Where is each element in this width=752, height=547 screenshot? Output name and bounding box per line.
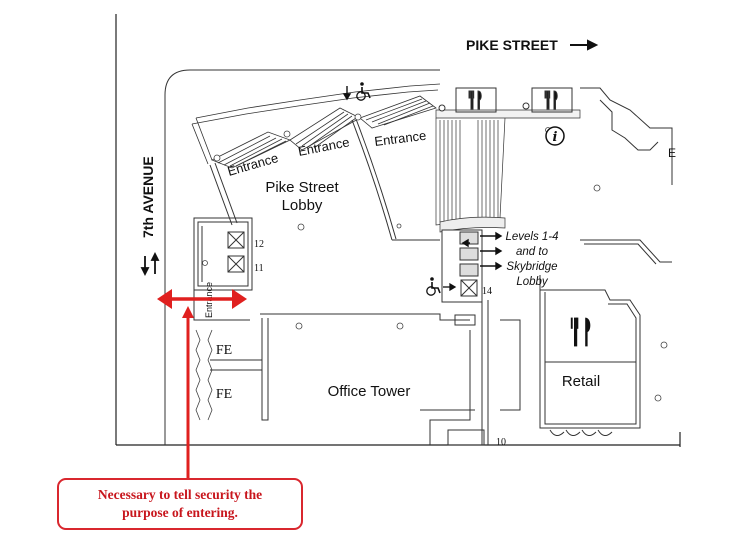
- west-facade-zigzag: [195, 329, 213, 421]
- lobby-label: Lobby: [282, 197, 323, 214]
- restaurant-icon: [468, 90, 482, 110]
- office-tower-label: Office Tower: [328, 383, 411, 400]
- restrooms: [438, 87, 573, 113]
- structural-columns: [202, 113, 668, 402]
- entrance-label: Entrance: [374, 128, 427, 149]
- right-arrow-icon: [570, 39, 599, 51]
- fire-extinguisher-label: FE: [216, 343, 232, 358]
- elevator-number: 11: [254, 263, 264, 274]
- levels-arrows: [461, 231, 503, 271]
- retail-block: [539, 239, 672, 436]
- annotation-line: Necessary to tell security the: [97, 487, 263, 502]
- elevator-number: 14: [482, 286, 492, 297]
- two-way-arrow-icon: [140, 251, 160, 277]
- svg-text:Levels 1-4: Levels 1-4: [505, 231, 558, 243]
- annotation-double-arrow: [157, 289, 247, 309]
- retail-label: Retail: [562, 373, 600, 390]
- annotation-callout: Necessary to tell security the purpose o…: [57, 478, 303, 530]
- restaurant-icon: [570, 317, 591, 347]
- west-elevator-block: [193, 217, 253, 291]
- street-label-pike: PIKE STREET: [466, 37, 558, 53]
- svg-text:i: i: [553, 130, 558, 145]
- annotation-leader-line: [182, 306, 194, 478]
- wheelchair-icon: [426, 277, 441, 296]
- map-frame: [115, 14, 681, 447]
- info-icon: i: [545, 126, 565, 146]
- levels-note: Levels 1-4 and to Skybridge Lobby: [505, 231, 558, 288]
- svg-text:Lobby: Lobby: [516, 276, 549, 288]
- fire-extinguisher-label: FE: [216, 387, 232, 402]
- right-arrow-icon: [443, 282, 457, 292]
- street-label-7th-avenue: 7th AVENUE: [140, 156, 156, 238]
- entrance-canopies: [191, 83, 441, 169]
- svg-text:and to: and to: [516, 246, 549, 258]
- building-outline: [164, 69, 673, 445]
- cropped-label: E: [668, 146, 676, 160]
- elevator-core: [441, 229, 483, 303]
- lobby-walls: [209, 118, 440, 241]
- elevator-number: 10: [496, 437, 506, 448]
- svg-text:Skybridge: Skybridge: [506, 261, 557, 273]
- wheelchair-icon: [356, 82, 371, 101]
- elevator-number: 12: [254, 239, 264, 250]
- office-walls: [193, 290, 521, 446]
- restaurant-icon: [544, 90, 558, 110]
- lobby-label: Pike Street: [265, 179, 339, 196]
- annotation-line: purpose of entering.: [122, 505, 238, 520]
- down-arrow-icon: [342, 86, 352, 101]
